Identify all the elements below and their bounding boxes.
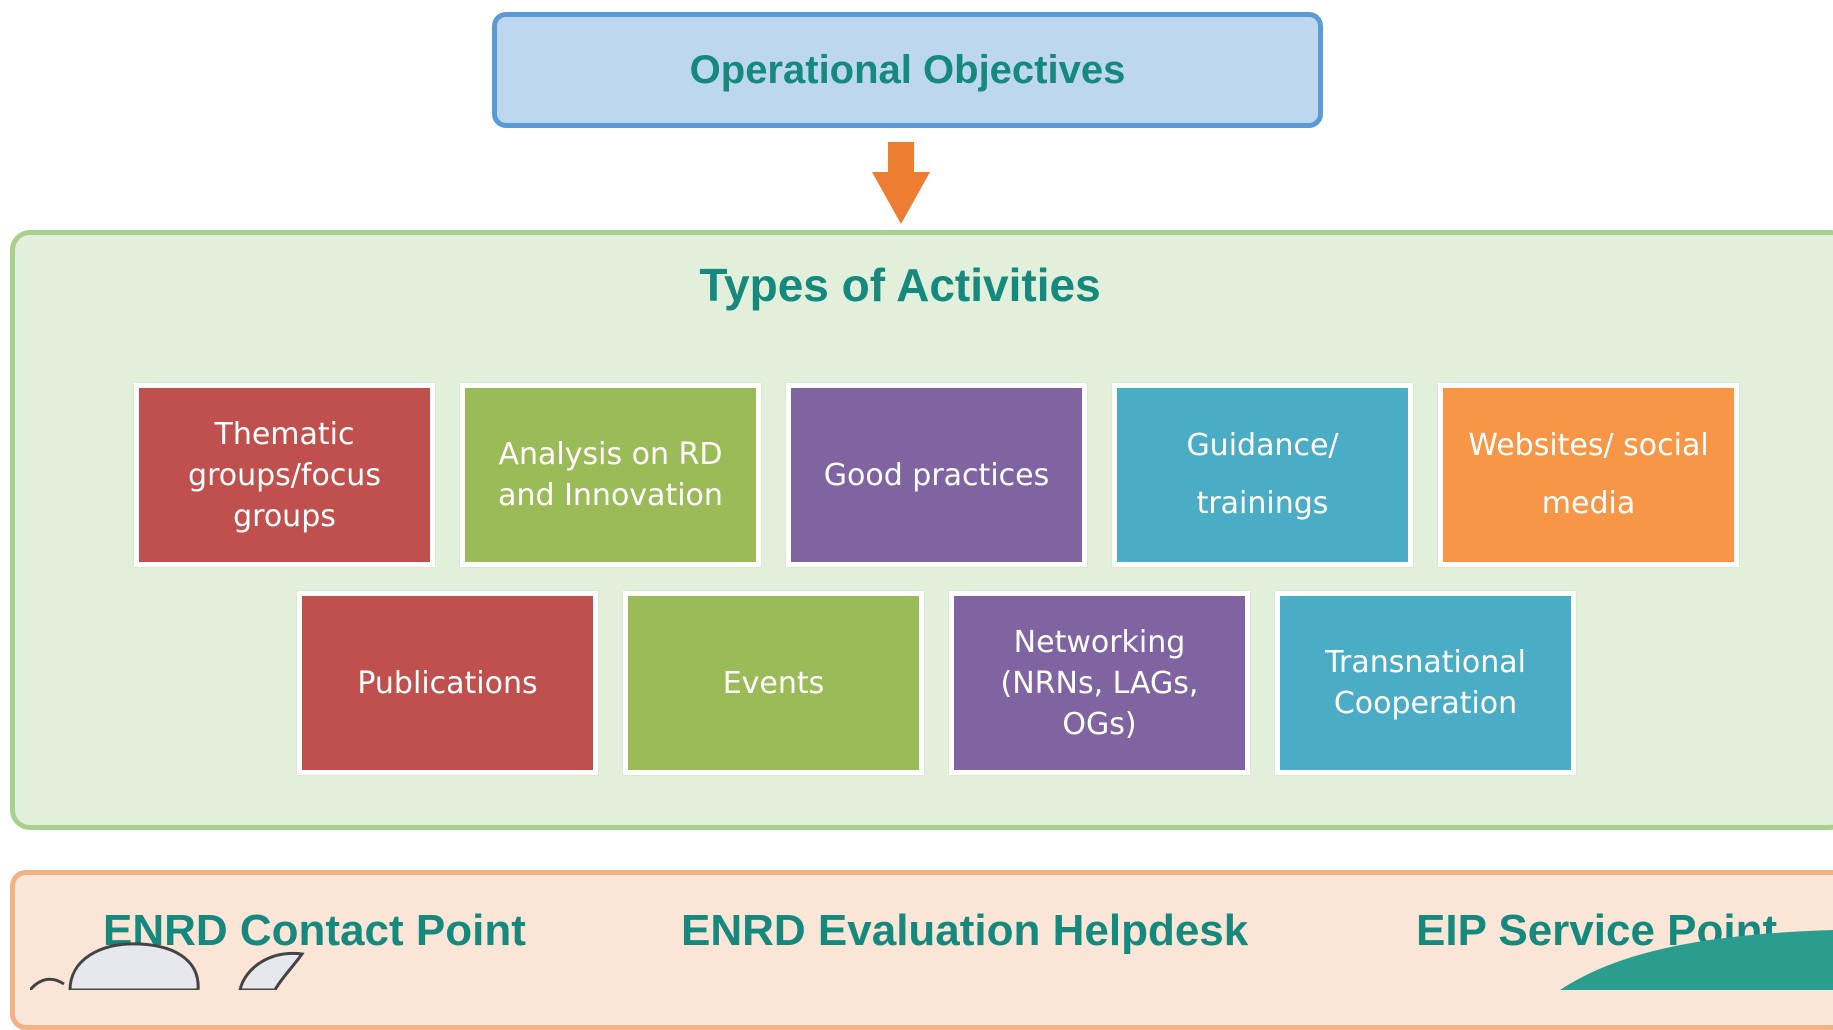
activity-networking: Networking (NRNs, LAGs, OGs)	[949, 591, 1250, 775]
activity-label: Networking (NRNs, LAGs, OGs)	[1000, 624, 1199, 742]
activities-title: Types of Activities	[699, 259, 1101, 311]
activity-transnational-cooperation: Transnational Cooperation	[1275, 591, 1576, 775]
activity-guidance-trainings: Guidance/ trainings	[1112, 383, 1413, 567]
activity-websites-social-media: Websites/ social media	[1438, 383, 1739, 567]
activity-label: Good practices	[823, 457, 1050, 493]
activity-label: Publications	[357, 665, 538, 701]
activity-label: Events	[722, 665, 825, 701]
enrd-evaluation-helpdesk-label: ENRD Evaluation Helpdesk	[681, 906, 1249, 955]
enrd-contact-point-label: ENRD Contact Point	[103, 906, 526, 955]
down-arrow-icon	[872, 142, 930, 224]
activity-good-practices: Good practices	[786, 383, 1087, 567]
activity-events: Events	[623, 591, 924, 775]
decorative-figure-icon	[30, 942, 305, 990]
activity-label: Websites/ social media	[1468, 428, 1709, 521]
activity-analysis-rd: Analysis on RD and Innovation	[460, 383, 761, 567]
activity-label: Analysis on RD and Innovation	[498, 437, 723, 513]
decorative-wave-icon	[1560, 930, 1833, 990]
activity-label: Transnational Cooperation	[1325, 645, 1526, 721]
activity-publications: Publications	[297, 591, 598, 775]
activity-label: Thematic groups/focus groups	[188, 416, 381, 534]
activity-label: Guidance/ trainings	[1186, 428, 1339, 521]
activity-thematic-groups: Thematic groups/focus groups	[134, 383, 435, 567]
operational-objectives-box: Operational Objectives	[492, 12, 1323, 128]
operational-objectives-label: Operational Objectives	[689, 47, 1126, 92]
